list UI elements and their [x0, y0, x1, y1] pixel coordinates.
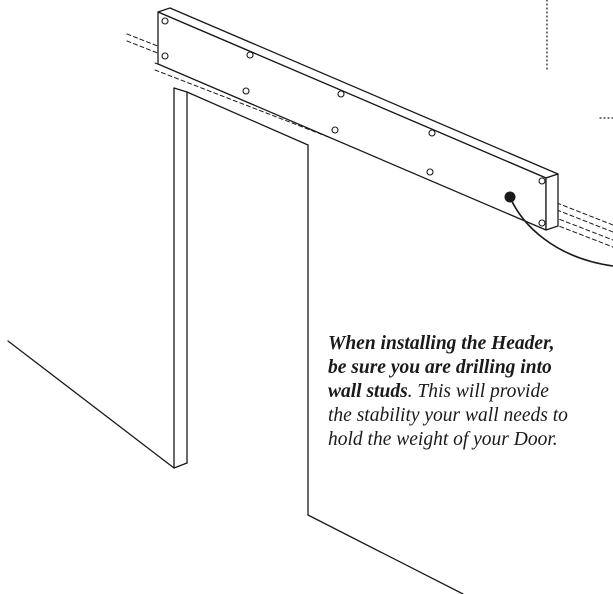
callout-leader — [504, 191, 613, 267]
door-jamb-left — [173, 87, 309, 516]
tip-line-3: wall studs. This will provide — [328, 380, 613, 404]
floor-line-left — [7, 340, 175, 469]
callout-leader-line — [509, 196, 613, 267]
door-jamb-left-outer — [173, 87, 188, 469]
screw-hole-icon — [426, 168, 434, 176]
callout-dot-icon — [504, 191, 516, 203]
dotted-guides — [546, 0, 613, 119]
door-jamb-head — [186, 91, 309, 146]
screw-hole-icon — [337, 90, 345, 98]
header-board-top-face — [157, 7, 559, 179]
tip-line-1-bold: When installing the Header, — [328, 333, 555, 354]
tip-line-4-rest: the stability your wall needs to — [328, 405, 568, 426]
floor-line-right — [307, 514, 464, 594]
floor-lines — [7, 340, 464, 594]
screw-hole-icon — [246, 51, 254, 59]
tip-line-2: be sure you are drilling into — [328, 356, 613, 380]
tip-line-5-rest: hold the weight of your Door. — [328, 429, 558, 450]
header-board-front-face — [157, 11, 547, 231]
header-board-end-face — [545, 173, 559, 231]
tip-line-5: hold the weight of your Door. — [328, 428, 613, 452]
tip-line-1: When installing the Header, — [328, 332, 613, 356]
screw-hole-icon — [428, 129, 436, 137]
screw-hole-icon — [161, 52, 169, 60]
installation-tip-text: When installing the Header, be sure you … — [328, 332, 613, 452]
screw-hole-icon — [331, 126, 339, 134]
door-jamb-top-edge — [173, 87, 188, 93]
tip-line-3-rest: . This will provide — [407, 381, 549, 402]
screw-hole-icon — [161, 17, 169, 25]
tip-line-2-bold: be sure you are drilling into — [328, 357, 552, 378]
screw-hole-icon — [242, 87, 250, 95]
screw-holes — [161, 17, 546, 227]
screw-hole-icon — [538, 177, 546, 185]
screw-hole-icon — [538, 219, 546, 227]
tip-line-4: the stability your wall needs to — [328, 404, 613, 428]
header-board — [157, 7, 559, 231]
tip-line-3-bold: wall studs — [328, 381, 408, 402]
